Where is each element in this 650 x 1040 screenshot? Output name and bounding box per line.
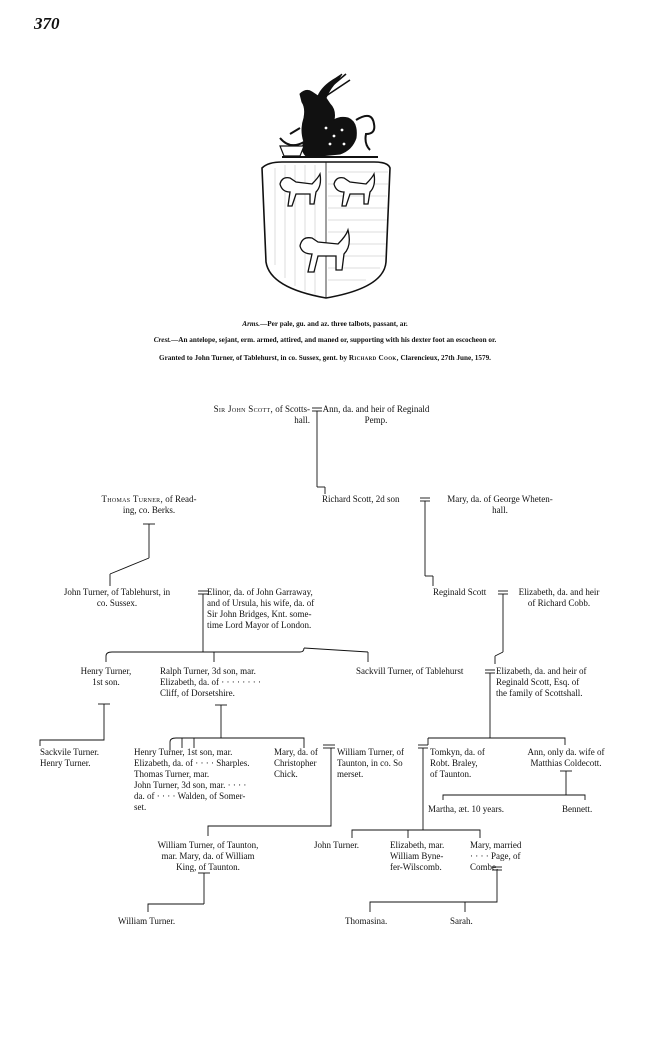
john-turner-tablehurst: John Turner, of Tablehurst, in co. Susse… bbox=[63, 587, 171, 608]
crest-caption: Crest.—An antelope, sejant, erm. armed, … bbox=[153, 336, 497, 344]
elizabeth-scott: Elizabeth, da. and heir of Reginald Scot… bbox=[496, 666, 587, 698]
mary-page: Mary, married · · · · Page, of Combe. bbox=[470, 840, 522, 872]
elizabeth-byne: Elizabeth, mar. William Byne- fer-Wilsco… bbox=[390, 840, 445, 872]
mary-chick: Mary, da. of Christopher Chick. bbox=[274, 747, 318, 779]
sackvile-henry-turner: Sackvile Turner. Henry Turner. bbox=[40, 747, 100, 768]
richard-scott: Richard Scott, 2d son bbox=[322, 494, 400, 504]
bennett: Bennett. bbox=[562, 804, 593, 814]
elinor-garraway: Elinor, da. of John Garraway, and of Urs… bbox=[207, 587, 315, 630]
shield-icon bbox=[261, 161, 391, 299]
sir-john-scott: Sir John Scott, of Scotts- hall. bbox=[213, 404, 310, 425]
henry-thomas-john-turner: Henry Turner, 1st son, mar. Elizabeth, d… bbox=[134, 747, 250, 812]
grant-caption: Granted to John Turner, of Tablehurst, i… bbox=[159, 354, 491, 362]
ann-coldecott: Ann, only da. wife of Matthias Coldecott… bbox=[527, 747, 605, 768]
arms-caption: Arms.—Per pale, gu. and az. three talbot… bbox=[242, 320, 408, 328]
sackvill-turner: Sackvill Turner, of Tablehurst bbox=[356, 666, 464, 676]
mary-whetenhall: Mary, da. of George Wheten- hall. bbox=[447, 494, 553, 515]
elizabeth-cobb: Elizabeth, da. and heir of Richard Cobb. bbox=[518, 587, 600, 608]
page-number: 370 bbox=[34, 14, 60, 33]
coat-of-arms-image bbox=[261, 73, 391, 299]
william-turner-taunton: William Turner, of Taunton, in co. So me… bbox=[337, 747, 405, 779]
john-turner-son: John Turner. bbox=[314, 840, 360, 850]
ann-pemp: Ann, da. and heir of Reginald Pemp. bbox=[322, 404, 430, 425]
william-turner-king: William Turner, of Taunton, mar. Mary, d… bbox=[157, 840, 259, 872]
thomasina: Thomasina. bbox=[345, 916, 388, 926]
martha: Martha, æt. 10 years. bbox=[428, 804, 504, 814]
henry-turner-1st: Henry Turner, 1st son. bbox=[80, 666, 132, 687]
thomas-turner: Thomas Turner, of Read- ing, co. Berks. bbox=[101, 494, 197, 515]
antelope-crest-icon bbox=[279, 73, 378, 158]
ralph-turner: Ralph Turner, 3d son, mar. Elizabeth, da… bbox=[160, 666, 261, 698]
sarah: Sarah. bbox=[450, 916, 473, 926]
tomkyn-braley: Tomkyn, da. of Robt. Braley, of Taunton. bbox=[430, 747, 485, 779]
reginald-scott: Reginald Scott bbox=[433, 587, 487, 597]
william-turner-last: William Turner. bbox=[118, 916, 176, 926]
